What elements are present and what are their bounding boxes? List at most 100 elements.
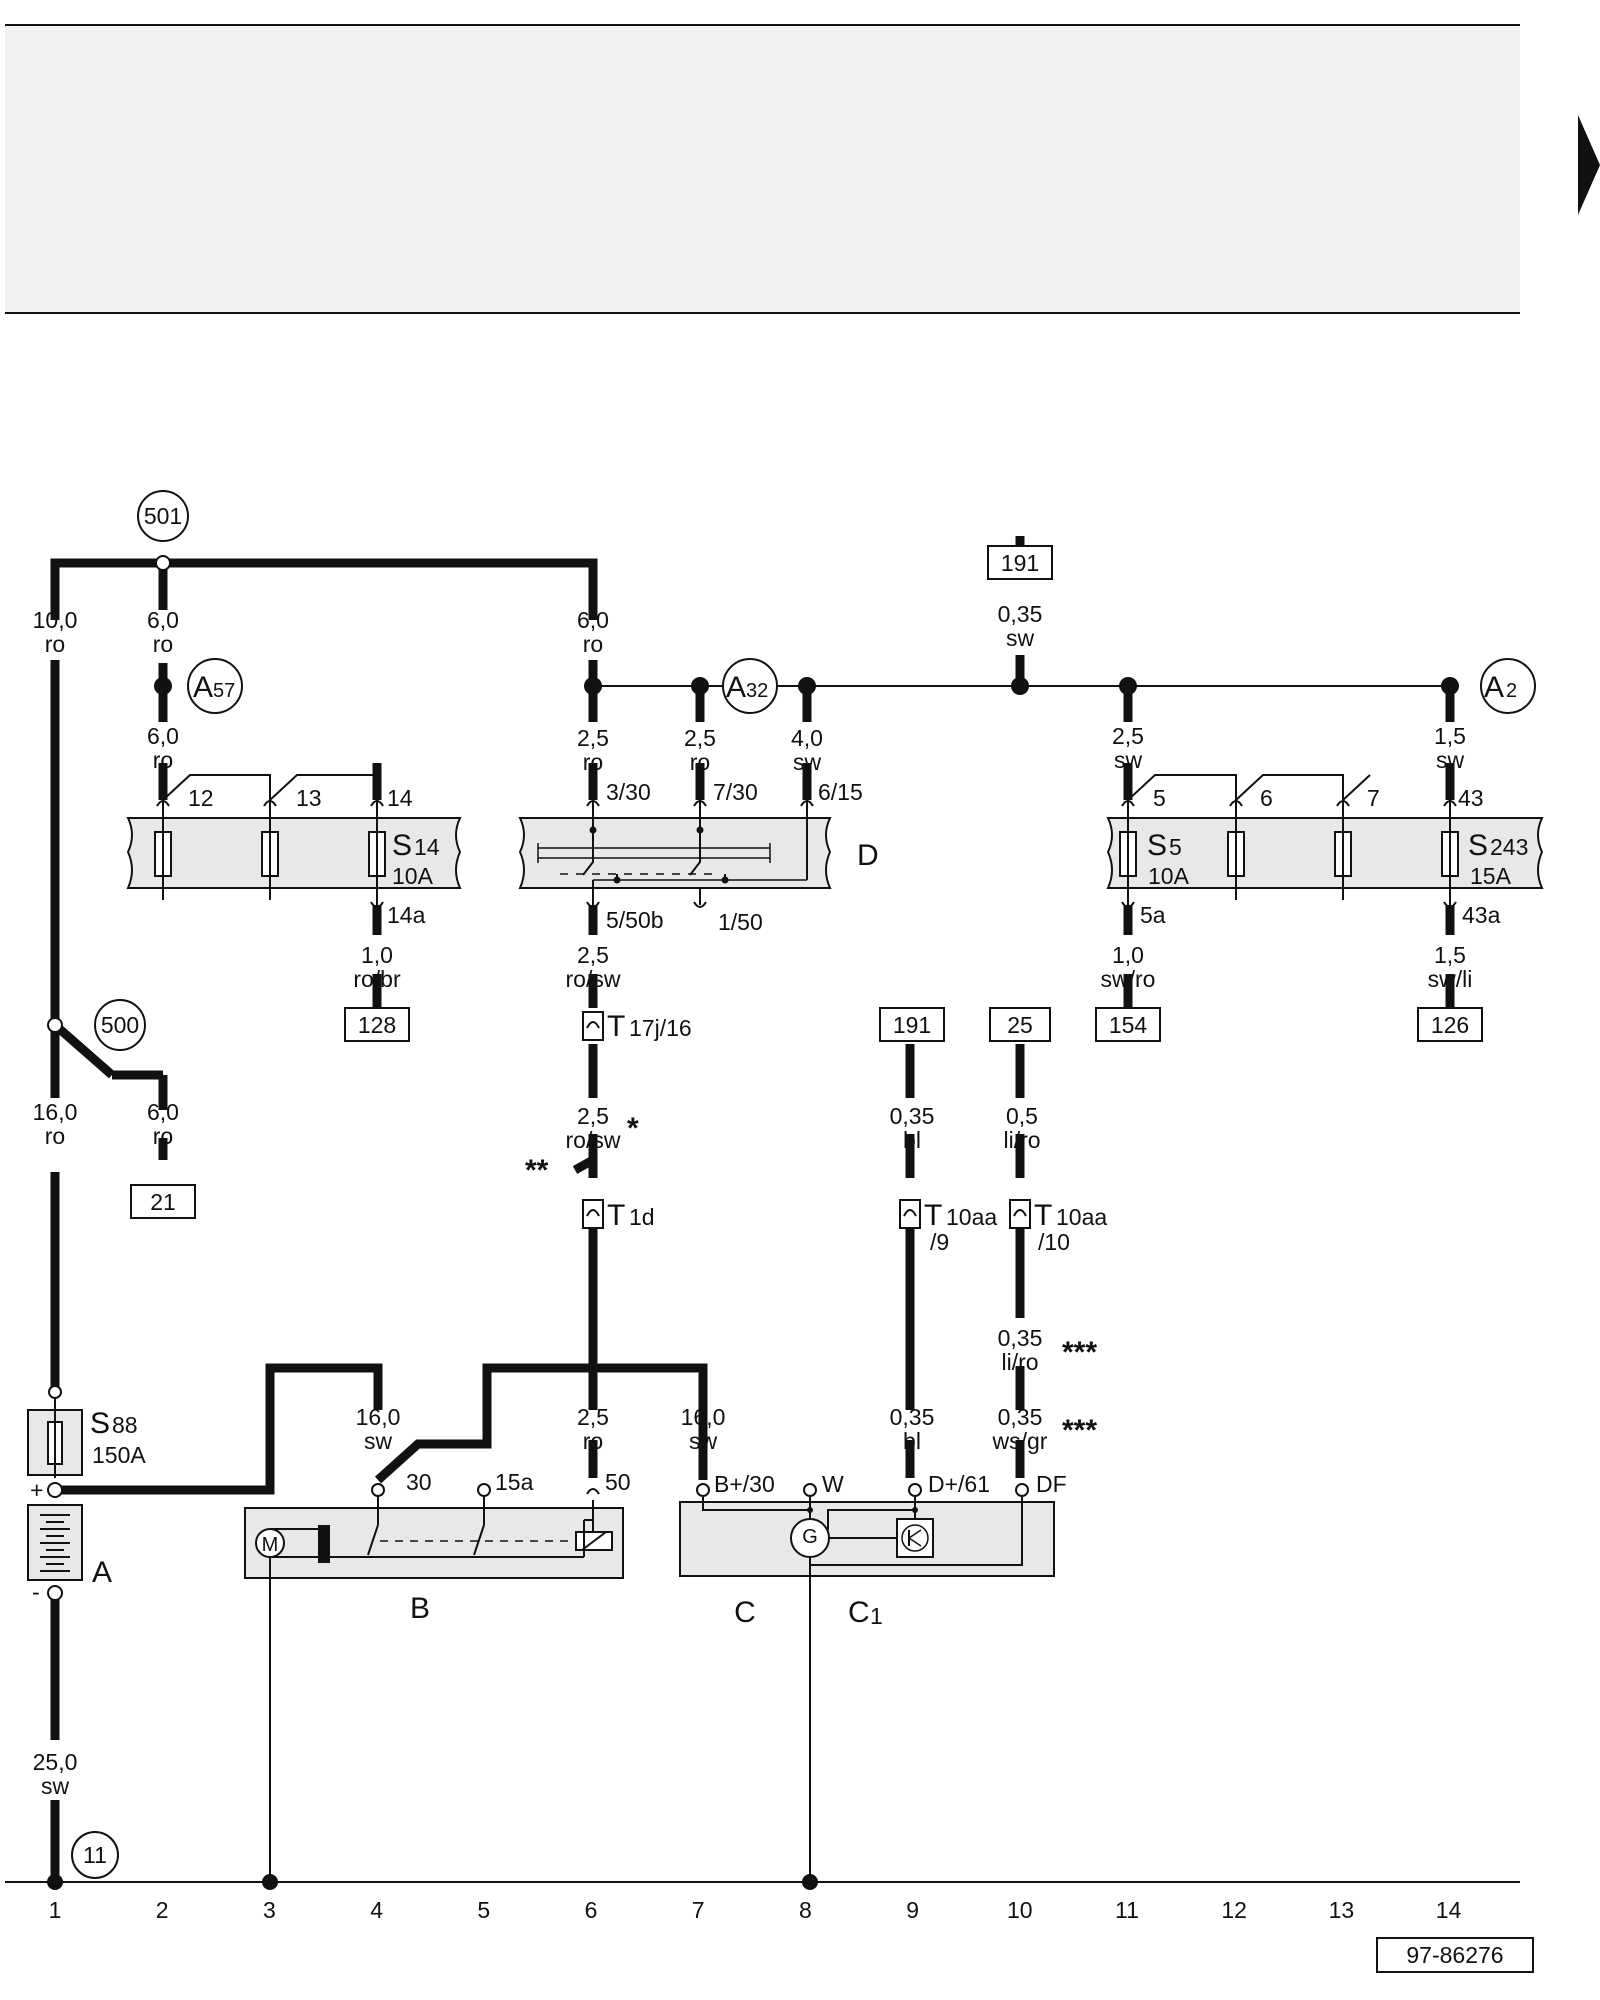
pin-label: 13 xyxy=(296,785,322,811)
component-label: D xyxy=(857,839,879,872)
pin-label: DF xyxy=(1036,1471,1067,1497)
fuse-name: S xyxy=(90,1407,110,1440)
next-page-arrow-icon[interactable] xyxy=(1578,115,1600,215)
wire-colour: li/ro xyxy=(1003,1127,1040,1153)
pin-label: 43a xyxy=(1462,902,1501,928)
fuse-name: S xyxy=(1147,829,1167,862)
wire-size: 2,5 xyxy=(577,725,609,751)
footnote-star: *** xyxy=(1062,1414,1097,1447)
ref-box-25[interactable]: 25 xyxy=(989,1007,1051,1042)
ref-box-191-top[interactable]: 191 xyxy=(987,545,1053,580)
pin-label: 14 xyxy=(387,785,413,811)
starter-b: M B xyxy=(244,1483,624,1625)
wire-colour: ro xyxy=(153,1123,173,1149)
connector-t17j: T 17j/16 xyxy=(582,1010,692,1043)
component-label: C xyxy=(734,1596,756,1629)
column-number: 3 xyxy=(263,1897,276,1923)
connector-spec: 10aa xyxy=(946,1204,997,1230)
pin-label: 15a xyxy=(495,1469,534,1495)
pin-label: 30 xyxy=(406,1469,432,1495)
wire-colour: sw xyxy=(1436,747,1465,773)
wire-colour: ro xyxy=(583,631,603,657)
wire-colour: ro xyxy=(690,749,710,775)
wire-size: 6,0 xyxy=(147,607,179,633)
connector-letter: T xyxy=(607,1010,625,1043)
wire-colour: ro xyxy=(583,749,603,775)
pin-label: 7 xyxy=(1367,785,1380,811)
wire-size: 0,35 xyxy=(890,1404,935,1430)
wire-size: 16,0 xyxy=(33,1099,78,1125)
fuse-number: 5 xyxy=(1169,834,1182,860)
wire-size: 4,0 xyxy=(791,725,823,751)
column-number: 7 xyxy=(692,1897,705,1923)
connection-point-500: 500 xyxy=(94,999,146,1051)
pin-label: 50 xyxy=(605,1469,631,1495)
column-number: 5 xyxy=(477,1897,490,1923)
ref-label: 154 xyxy=(1109,1012,1148,1038)
wire-size: 0,35 xyxy=(998,601,1043,627)
column-number: 6 xyxy=(585,1897,598,1923)
wire-colour: sw xyxy=(1114,747,1143,773)
connection-point-501: 501 xyxy=(137,490,189,542)
wire-size: 2,5 xyxy=(684,725,716,751)
wire-size: 2,5 xyxy=(577,942,609,968)
motor-icon: M xyxy=(262,1534,279,1556)
wire-colour: ro xyxy=(153,747,173,773)
battery-a: + - A xyxy=(27,1477,112,1605)
wire-colour: sw xyxy=(364,1428,393,1454)
ref-label: 25 xyxy=(1007,1012,1033,1038)
wire-size: 2,5 xyxy=(577,1103,609,1129)
wire-colour: sw xyxy=(793,749,822,775)
ignition-switch-d: D xyxy=(518,800,879,905)
pin-label: D+/61 xyxy=(928,1471,990,1497)
ref-box-126[interactable]: 126 xyxy=(1417,1007,1483,1042)
fuse-rating: 10A xyxy=(392,863,434,889)
wire-size: 0,5 xyxy=(1006,1103,1038,1129)
wire-size: 0,35 xyxy=(998,1404,1043,1430)
fuse-number: 88 xyxy=(112,1412,138,1438)
pin-label: 3/30 xyxy=(606,779,651,805)
fuse-box-s5-s243: S 5 10A S 243 15A xyxy=(1106,774,1544,905)
wire-size: 10,0 xyxy=(33,607,78,633)
wire-size: 2,5 xyxy=(577,1404,609,1430)
thick-wires xyxy=(50,536,1455,1882)
ref-box-191-bottom[interactable]: 191 xyxy=(879,1007,945,1042)
wire-size: 0,35 xyxy=(998,1325,1043,1351)
wire-size: 0,35 xyxy=(890,1103,935,1129)
battery-plus: + xyxy=(30,1477,43,1503)
ref-label: 126 xyxy=(1431,1012,1469,1038)
connection-point-a2: A 2 xyxy=(1480,658,1536,714)
pin-label: 7/30 xyxy=(713,779,758,805)
pin-label: 5 xyxy=(1153,785,1166,811)
pin-label: 1/50 xyxy=(718,909,763,935)
wire-colour: bl xyxy=(903,1127,921,1153)
wire-size: 6,0 xyxy=(147,1099,179,1125)
component-label: B xyxy=(410,1592,430,1625)
generator-icon: G xyxy=(802,1526,818,1548)
wire-colour: sw xyxy=(41,1773,70,1799)
connector-t10aa-9: T 10aa /9 xyxy=(899,1199,997,1255)
pin-label: 5a xyxy=(1140,902,1166,928)
column-number: 8 xyxy=(799,1897,812,1923)
connector-t10aa-10: T 10aa /10 xyxy=(1009,1199,1107,1255)
wire-size: 1,0 xyxy=(1112,942,1144,968)
footnote-star: ** xyxy=(525,1154,549,1187)
connection-letter: A xyxy=(193,671,213,704)
fuse-rating: 150A xyxy=(92,1442,146,1468)
column-number: 14 xyxy=(1436,1897,1462,1923)
pin-label: 5/50b xyxy=(606,907,664,933)
main-fuse-s88: S 88 150A xyxy=(27,1385,146,1478)
pin-label: W xyxy=(822,1471,844,1497)
wire-colour: sw xyxy=(1006,625,1035,651)
ref-box-21[interactable]: 21 xyxy=(130,1184,196,1219)
connection-point-a57: A 57 xyxy=(187,658,243,714)
ref-box-154[interactable]: 154 xyxy=(1095,1007,1161,1042)
ref-box-128[interactable]: 128 xyxy=(344,1007,410,1042)
fuse-box-s14: S 14 10A xyxy=(126,774,462,905)
ref-label: 191 xyxy=(893,1012,931,1038)
connection-letter: A xyxy=(1484,671,1504,704)
wire-colour: ro xyxy=(153,631,173,657)
pin-label: 6 xyxy=(1260,785,1273,811)
fuse-number: 243 xyxy=(1490,834,1528,860)
component-label-c1-sub: 1 xyxy=(870,1603,883,1629)
